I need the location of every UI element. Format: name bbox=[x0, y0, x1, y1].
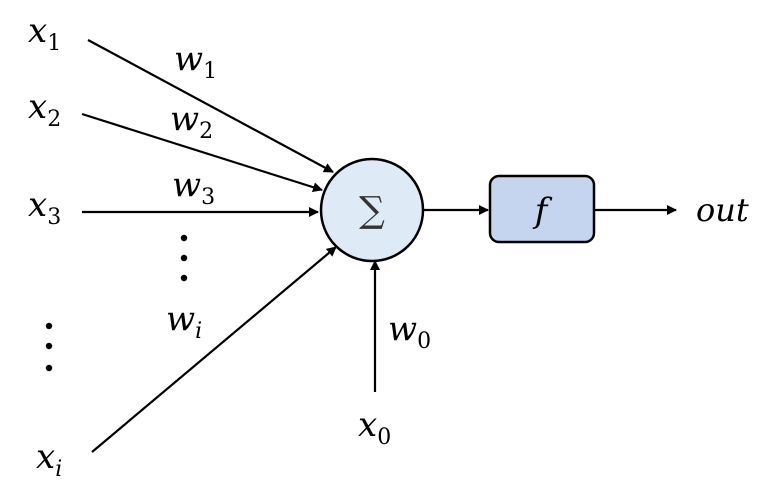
ellipsis-weights bbox=[180, 234, 188, 282]
input-label-x0: x0 bbox=[358, 405, 391, 450]
input-label-x1: x1 bbox=[28, 11, 61, 56]
weight-label-w3: w3 bbox=[172, 165, 215, 210]
input-label-x2: x2 bbox=[28, 87, 61, 132]
weight-label-w0: w0 bbox=[388, 309, 431, 354]
input-label-xi: xi bbox=[36, 437, 62, 482]
weight-label-wi: wi bbox=[166, 299, 202, 344]
input-label-x3: x3 bbox=[28, 185, 61, 230]
summation-symbol: ∑ bbox=[359, 190, 385, 231]
edge-x2-to-sum bbox=[81, 112, 323, 193]
weight-label-w2: w2 bbox=[170, 99, 213, 144]
weight-label-w1: w1 bbox=[174, 39, 217, 84]
ellipsis-inputs bbox=[45, 322, 53, 372]
edge-xi-to-sum bbox=[91, 246, 337, 453]
output-label: out bbox=[696, 191, 749, 229]
edge-x1-to-sum bbox=[87, 39, 334, 173]
